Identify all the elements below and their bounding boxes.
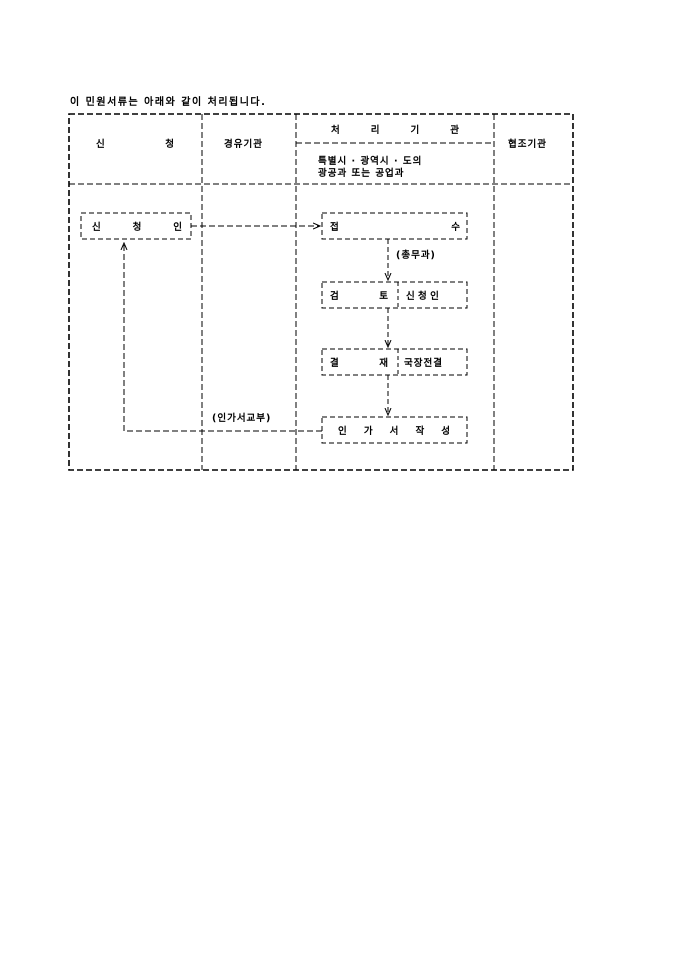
- processing-dept-line2: 광공과 또는 공업과: [318, 168, 405, 179]
- review-box-right: 신 청 인: [406, 291, 439, 302]
- decision-box-left: 결 재: [330, 358, 388, 369]
- permit-box: [321, 416, 468, 444]
- decision-box: [321, 348, 468, 376]
- applicant-box-label: 신 청 인: [92, 222, 182, 233]
- receipt-box-label: 접 수: [330, 222, 460, 233]
- table-border: [68, 113, 574, 471]
- col-header-via: 경유기관: [224, 139, 263, 150]
- col-header-processing: 처 리 기 관: [331, 125, 459, 136]
- processing-dept-line1: 특별시 · 광역시 · 도의: [318, 156, 423, 167]
- intro-text: 이 민원서류는 아래와 같이 처리됩니다.: [70, 97, 267, 108]
- permit-box-label: 인 가 서 작 성: [338, 426, 450, 437]
- arrow-permit-to-applicant: [124, 243, 322, 432]
- review-box: [321, 281, 468, 309]
- receipt-dept-label: (총무과): [396, 250, 436, 261]
- col-header-applicant: 신 청: [96, 139, 174, 150]
- col-header-cooperation: 협조기관: [508, 139, 547, 150]
- receipt-box: [321, 212, 468, 240]
- review-box-left: 검 토: [330, 291, 388, 302]
- decision-box-right: 국장전결: [404, 358, 443, 369]
- return-label: (인가서교부): [212, 413, 272, 424]
